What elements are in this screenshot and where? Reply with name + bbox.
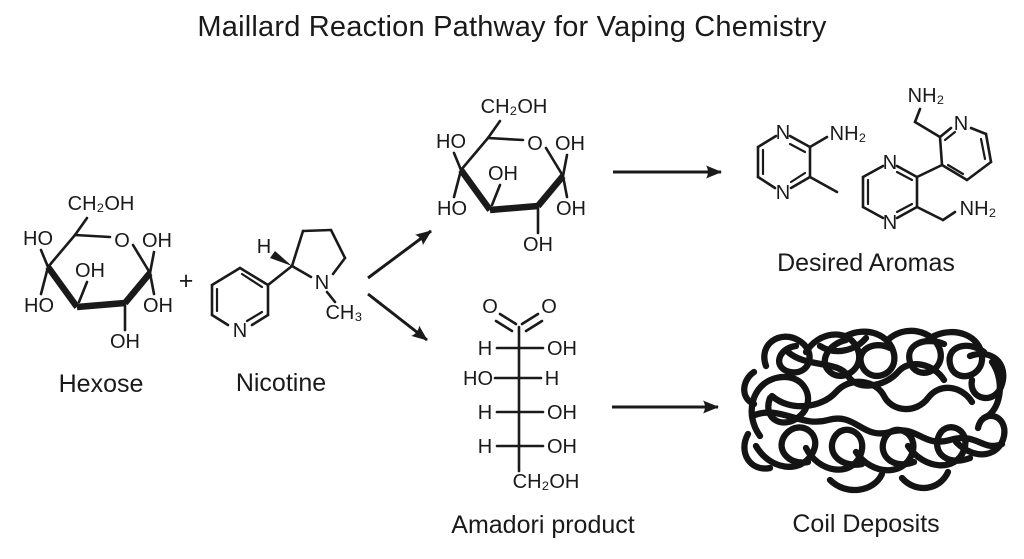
branch-arrow-top [367, 229, 432, 280]
atom-label-ring-o: O [527, 133, 543, 155]
atom-label-ch2oh: CH₂OH [68, 193, 135, 215]
atom-label-oh: OH [75, 260, 105, 282]
atom-label-nh2: NH₂ [830, 123, 867, 145]
atom-label-h: H [478, 436, 492, 458]
atom-label-ho: HO [23, 228, 53, 250]
atom-label-ch3: CH₃ [325, 302, 362, 324]
atom-label-oh: OH [547, 436, 577, 458]
amadori-structure: O O H OH HO H H OH H OH [463, 296, 579, 493]
atom-label-oh: OH [523, 234, 553, 256]
atom-label-oh: OH [142, 230, 172, 252]
atom-label-ho: HO [437, 198, 467, 220]
atom-label-oh: OH [143, 295, 173, 317]
atom-label-ho: HO [436, 131, 466, 153]
atom-label-ho: HO [24, 295, 54, 317]
atom-label-oh: OH [110, 331, 140, 353]
atom-label-oh: OH [547, 338, 577, 360]
atom-label-ring-o: O [114, 230, 130, 252]
atom-label-ch2oh: CH₂OH [481, 96, 548, 118]
atom-label-pyrrolidine-n: N [315, 272, 329, 294]
nicotine-label: Nicotine [236, 369, 326, 397]
nicotine-structure: N H N CH₃ [210, 228, 363, 342]
atom-label-n: N [776, 122, 790, 144]
atom-label-h: H [478, 338, 492, 360]
atom-label-oh: OH [547, 402, 577, 424]
atom-label-nh2: NH₂ [960, 198, 997, 220]
atom-label-o: O [482, 296, 498, 318]
hexose-label: Hexose [59, 370, 144, 398]
atom-label-n: N [883, 212, 897, 234]
atom-label-ch2oh: CH₂OH [513, 471, 580, 493]
atom-label-o: O [541, 296, 557, 318]
atom-label-n: N [954, 113, 968, 135]
aroma-bipyridyl-structure: N N N NH₂ NH₂ [861, 85, 997, 234]
atom-label-n: N [883, 152, 897, 174]
glucose-intermediate-structure: CH₂OH O HO OH OH HO OH OH [436, 96, 586, 256]
atom-label-n: N [776, 182, 790, 204]
desired-aromas-label: Desired Aromas [777, 249, 955, 277]
coil-deposits-blob [741, 327, 1008, 494]
page-title: Maillard Reaction Pathway for Vaping Che… [197, 11, 827, 43]
amadori-product-label: Amadori product [451, 511, 634, 539]
atom-label-nh2: NH₂ [908, 85, 945, 107]
atom-label-h: H [478, 402, 492, 424]
atom-label-ho: HO [463, 368, 493, 390]
atom-label-oh: OH [488, 163, 518, 185]
branch-arrow-bottom [367, 292, 428, 342]
atom-label-oh: OH [555, 133, 585, 155]
atom-label-pyridine-n: N [233, 320, 247, 342]
atom-label-oh: OH [556, 198, 586, 220]
aroma-pyrazine-structure: N N NH₂ [756, 122, 867, 204]
plus-sign: + [179, 267, 194, 295]
atom-label-h: H [545, 368, 559, 390]
atom-label-h: H [257, 236, 271, 258]
hexose-structure: CH₂OH O HO OH OH HO OH OH [23, 193, 173, 353]
coil-deposits-label: Coil Deposits [792, 510, 939, 538]
